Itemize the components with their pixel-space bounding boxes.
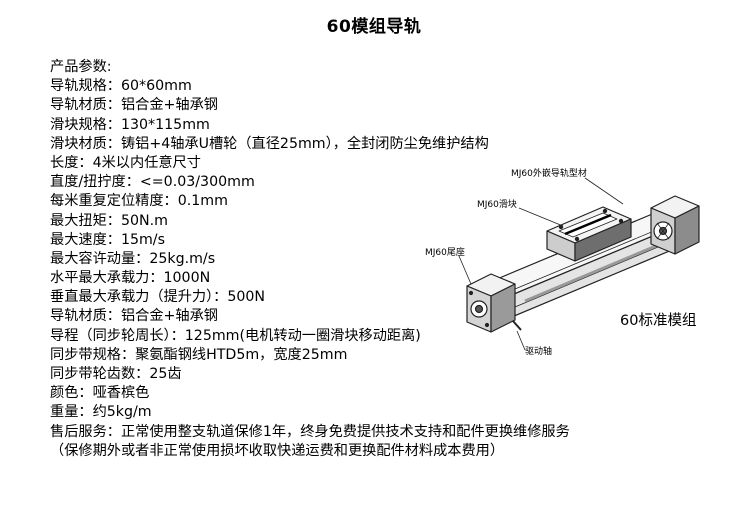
- spec-line: 产品参数:: [50, 59, 112, 75]
- label-slider: MJ60滑块: [477, 200, 517, 210]
- label-drive: 驱动轴: [525, 347, 553, 357]
- spec-line: 最大扭矩：50N.m: [50, 212, 168, 229]
- spec-line: 同步带轮齿数：25齿: [50, 366, 182, 382]
- spec-line: 同步带规格：聚氨酯钢线HTD5m，宽度25mm: [50, 346, 348, 363]
- spec-list: 产品参数: 导轨规格：60*60mm 导轨材质：铝合金+轴承钢 滑块规格：130…: [50, 58, 570, 461]
- label-tail: MJ60尾座: [425, 248, 465, 258]
- spec-line: 滑块材质：铸铝+4轴承U槽轮（直径25mm），全封闭防尘免维护结构: [50, 135, 489, 152]
- spec-line: 直度/扭拧度：<=0.03/300mm: [50, 174, 255, 191]
- spec-line: （保修期外或者非正常使用损坏收取快递运费和更换配件材料成本费用）: [50, 442, 505, 459]
- model-label: 60标准模组: [620, 313, 697, 329]
- spec-line: 导轨规格：60*60mm: [50, 78, 192, 95]
- spec-line: 水平最大承载力：1000N: [50, 270, 211, 287]
- spec-line: 导轨材质：铝合金+轴承钢: [50, 308, 218, 325]
- spec-line: 滑块规格：130*115mm: [50, 116, 210, 133]
- spec-line: 每米重复定位精度：0.1mm: [50, 193, 228, 210]
- spec-line: 导程（同步轮周长）：125mm(电机转动一圈滑块移动距离): [50, 327, 421, 344]
- page-title: 60模组导轨: [326, 17, 422, 37]
- spec-line: 长度：4米以内任意尺寸: [50, 154, 201, 171]
- module-drawing: MJ60外嵌导轨型材 MJ60滑块 MJ60尾座 驱动轴: [425, 155, 725, 370]
- spec-line: 最大速度：15m/s: [50, 231, 165, 248]
- spec-line: 售后服务：正常使用整支轨道保修1年，终身免费提供技术支持和配件更换维修服务: [50, 423, 570, 440]
- spec-line: 导轨材质：铝合金+轴承钢: [50, 97, 218, 114]
- spec-line: 最大容许动量：25kg.m/s: [50, 250, 216, 267]
- module-drawing-svg: [458, 177, 700, 351]
- spec-line: 重量：约5kg/m: [50, 404, 152, 421]
- spec-line: 颜色：哑香槟色: [50, 385, 150, 402]
- spec-line: 垂直最大承载力（提升力）：500N: [50, 289, 266, 306]
- label-rail: MJ60外嵌导轨型材: [511, 169, 587, 179]
